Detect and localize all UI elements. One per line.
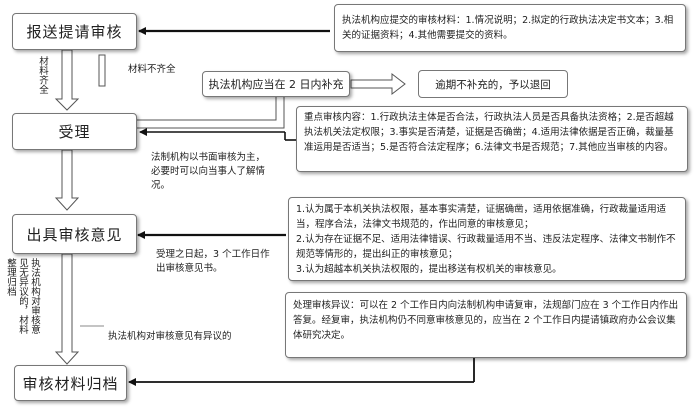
node-submit-label: 报送提请审核 (26, 23, 123, 41)
note-opinion-line-2: 2.认为存在证据不足、适用法律错误、行政裁量适用不当、违反法定程序、法律文书制作… (296, 234, 676, 260)
node-accept-label: 受理 (58, 123, 91, 141)
node-supplement: 执法机构应当在 2 日内补充 (202, 71, 350, 97)
node-opinion-label: 出具审核意见 (26, 225, 123, 244)
node-return: 逾期不补充的，予以退回 (418, 70, 568, 98)
label-deadline: 受理之日起，3 个工作日作出审核意见书。 (156, 249, 270, 274)
label-has-objection: 执法机构对审核意见有异议的 (108, 331, 232, 342)
note-opinion-line-1: 1.认为属于本机关执法权限，基本事实清楚，证据确凿，适用依据准确，行政裁量适用适… (296, 204, 667, 230)
node-supplement-label: 执法机构应当在 2 日内补充 (208, 78, 344, 91)
node-return-label: 逾期不补充的，予以退回 (435, 78, 551, 91)
node-archive: 审核材料归档 (14, 365, 127, 401)
note-materials: 执法机构应提交的审核材料：1.情况说明；2.拟定的行政执法决定书文本；3.相关的… (334, 4, 686, 52)
note-key-points: 重点审核内容：1.行政执法主体是否合法，行政执法人员是否具备执法资格；2.是否超… (296, 106, 688, 172)
label-review-method: 法制机构以书面审核为主，必要时可以向当事人了解情况。 (151, 152, 266, 191)
note-opinion: 1.认为属于本机关执法权限，基本事实清楚，证据确凿，适用依据准确，行政裁量适用适… (288, 197, 686, 281)
arrow-submit-to-accept (54, 49, 80, 111)
incomplete-marker (98, 54, 106, 87)
arrow-accept-to-opinion (54, 149, 80, 211)
note-objection: 处理审核异议：可以在 2 个工作日内向法制机构申请复审，法规部门应在 3 个工作… (285, 292, 687, 358)
label-materials-complete: 材料齐全 (37, 56, 48, 94)
label-materials-incomplete: 材料不齐全 (128, 64, 176, 75)
note-opinion-line-3: 3.认为超越本机关执法权限的，提出移送有权机关的审核意见。 (296, 264, 562, 275)
node-archive-label: 审核材料归档 (22, 374, 119, 393)
node-submit: 报送提请审核 (12, 13, 137, 50)
node-opinion: 出具审核意见 (12, 214, 137, 254)
note-objection-text: 处理审核异议：可以在 2 个工作日内向法制机构申请复审，法规部门应在 3 个工作… (293, 300, 679, 341)
note-key-points-text: 重点审核内容：1.行政执法主体是否合法，行政执法人员是否具备执法资格；2.是否超… (304, 112, 674, 153)
node-accept: 受理 (12, 113, 137, 150)
label-agree-archive: 执法机构对审核意见无异议的，材料整理归档 (5, 258, 40, 334)
arrow-opinion-to-archive (54, 253, 80, 365)
note-materials-text: 执法机构应提交的审核材料：1.情况说明；2.拟定的行政执法决定书文本；3.相关的… (342, 15, 674, 41)
arrow-supplement-to-return (350, 72, 406, 96)
arrow-supplement-to-accept (124, 95, 285, 135)
